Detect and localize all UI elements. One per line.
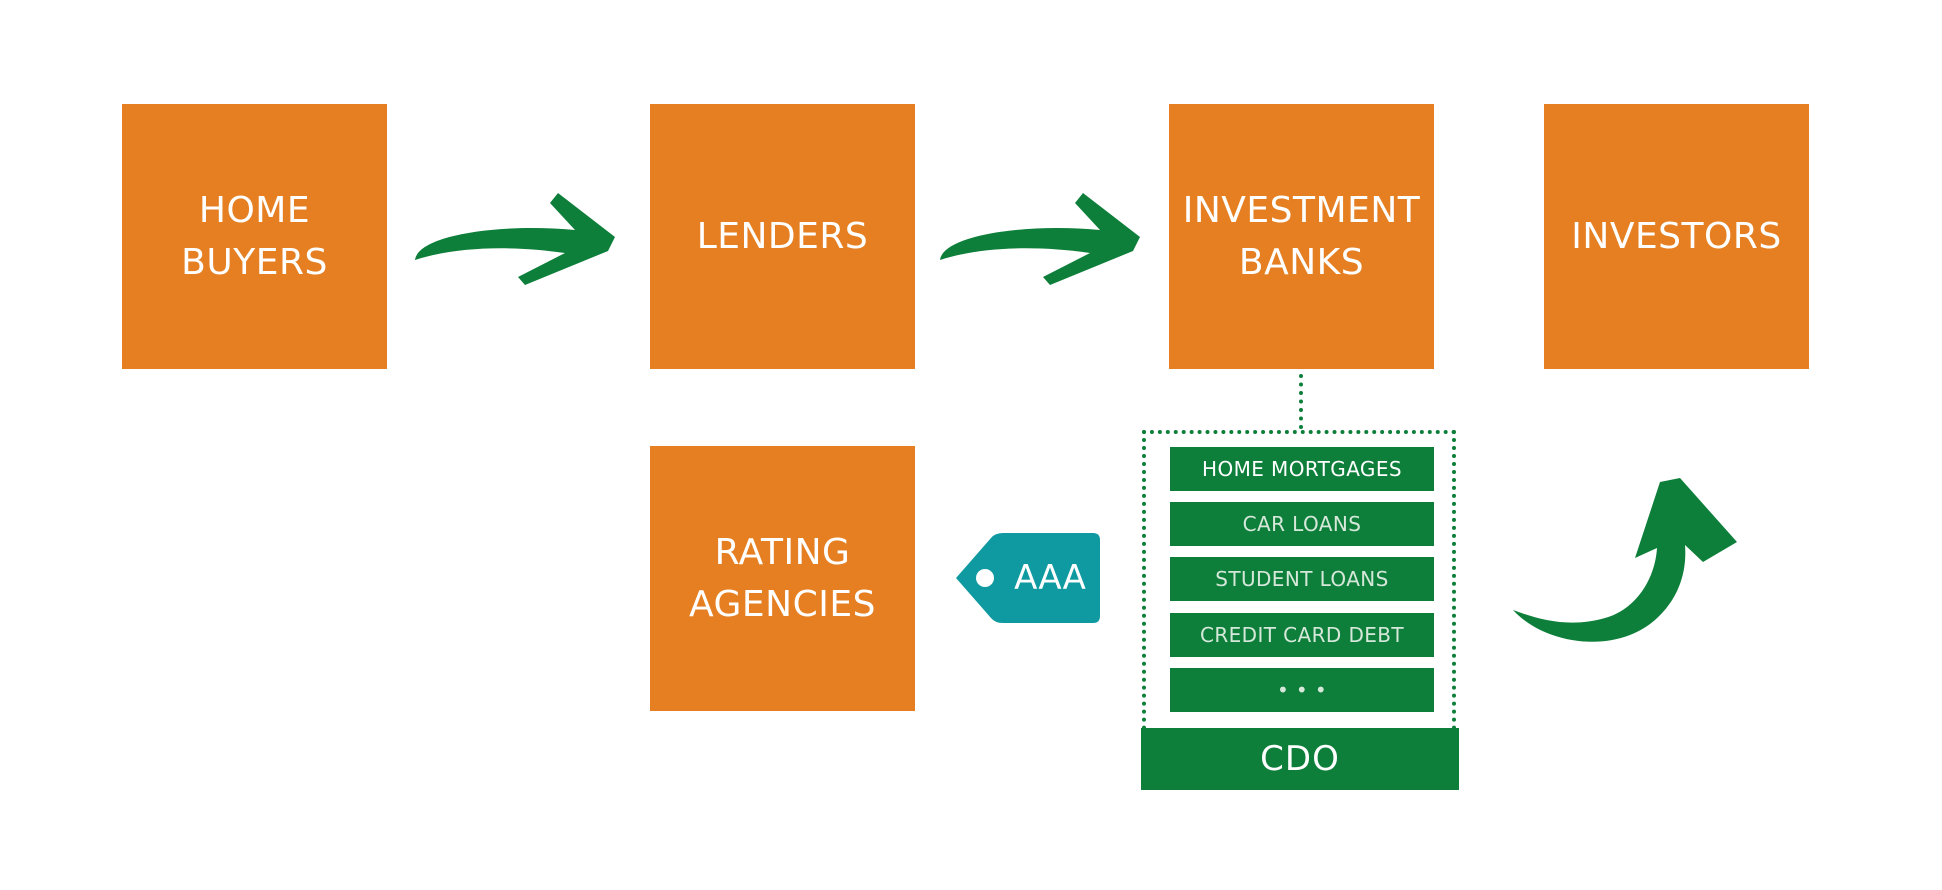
curved-arrow-icon bbox=[940, 193, 1140, 285]
curved-arrow-icon bbox=[1513, 478, 1737, 642]
cdo-label: CDO bbox=[1260, 739, 1340, 779]
lenders-box: LENDERS bbox=[650, 104, 915, 369]
investment-banks-label: INVESTMENT BANKS bbox=[1182, 189, 1421, 283]
tranche-label: CAR LOANS bbox=[1242, 512, 1362, 536]
tranche-label: • • • bbox=[1276, 678, 1328, 702]
investment-banks-box: INVESTMENT BANKS bbox=[1169, 104, 1434, 369]
cdo-connector-line bbox=[1299, 374, 1303, 429]
curved-arrow-icon bbox=[415, 193, 615, 285]
cdo-label-bar: CDO bbox=[1141, 728, 1459, 790]
tranche-label: HOME MORTGAGES bbox=[1202, 457, 1402, 481]
cdo-tranche-student-loans: STUDENT LOANS bbox=[1170, 557, 1434, 601]
tranche-label: CREDIT CARD DEBT bbox=[1199, 623, 1405, 647]
cdo-tranche-home-mortgages: HOME MORTGAGES bbox=[1170, 447, 1434, 491]
cdo-tranche-car-loans: CAR LOANS bbox=[1170, 502, 1434, 546]
cdo-tranche-credit-card-debt: CREDIT CARD DEBT bbox=[1170, 613, 1434, 657]
rating-tag-label: AAA bbox=[1014, 558, 1086, 598]
home-buyers-label: HOME BUYERS bbox=[181, 189, 328, 283]
rating-agencies-label: RATING AGENCIES bbox=[689, 531, 876, 625]
cdo-frame bbox=[1142, 430, 1456, 730]
price-tag-icon bbox=[956, 533, 1100, 623]
tranche-label: STUDENT LOANS bbox=[1215, 567, 1389, 591]
lenders-label: LENDERS bbox=[696, 215, 869, 257]
investors-label: INVESTORS bbox=[1571, 215, 1782, 257]
rating-agencies-box: RATING AGENCIES bbox=[650, 446, 915, 711]
cdo-tranche-more: • • • bbox=[1170, 668, 1434, 712]
home-buyers-box: HOME BUYERS bbox=[122, 104, 387, 369]
investors-box: INVESTORS bbox=[1544, 104, 1809, 369]
